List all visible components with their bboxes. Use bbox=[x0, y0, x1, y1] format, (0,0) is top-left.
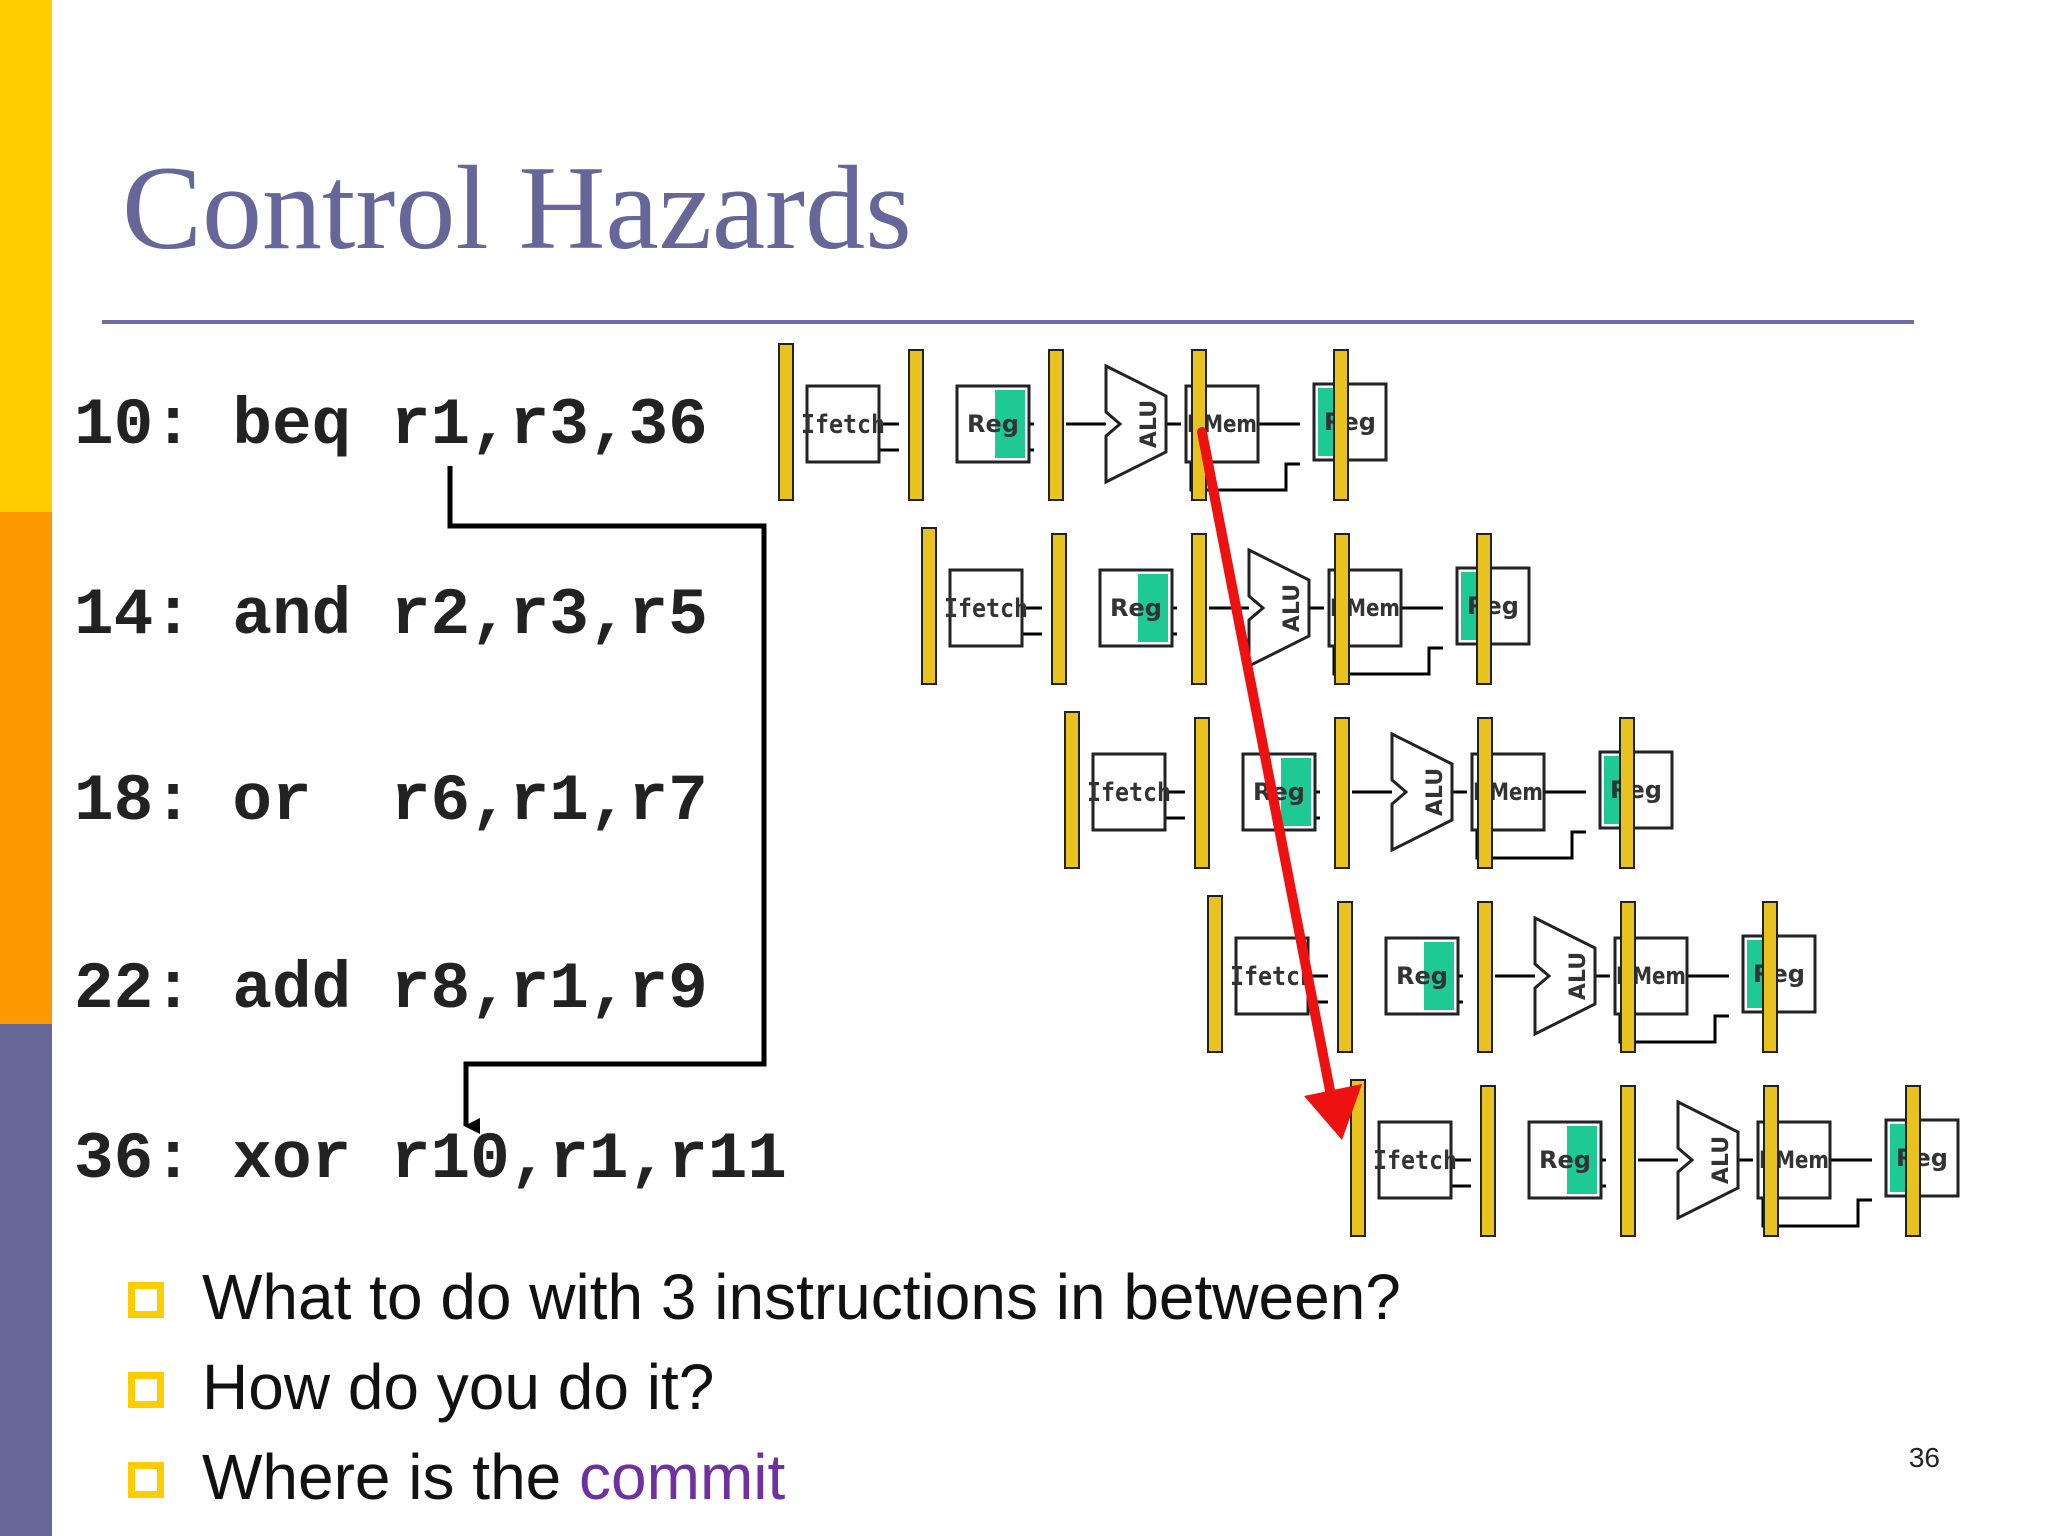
pipeline-latch bbox=[1333, 349, 1349, 501]
ifetch-box bbox=[948, 568, 1024, 648]
ifetch-box bbox=[1234, 936, 1310, 1016]
stage-label-ifetch: Ifetch bbox=[944, 594, 1028, 624]
pipeline-latch bbox=[1762, 901, 1778, 1053]
stage-label-reg: Reg bbox=[1610, 776, 1662, 804]
stage-label-reg: Reg bbox=[1467, 592, 1519, 620]
bullet-square-icon bbox=[128, 1462, 164, 1498]
code-line-beq: 10: beq r1,r3,36 bbox=[74, 388, 708, 463]
side-bar-yellow bbox=[0, 0, 52, 512]
pipeline-latch bbox=[1048, 349, 1064, 501]
stage-label-reg: Reg bbox=[1253, 778, 1305, 806]
bullet-square-icon bbox=[128, 1282, 164, 1318]
page-number: 36 bbox=[1908, 1442, 1940, 1473]
register-shading bbox=[1281, 758, 1311, 826]
alu-shape bbox=[1247, 547, 1311, 669]
code-line-and: 14: and r2,r3,r5 bbox=[74, 578, 708, 653]
register-shading bbox=[995, 390, 1025, 458]
bullet-text: Where is the bbox=[202, 1441, 580, 1513]
stage-label-alu: ALU bbox=[1566, 952, 1591, 1000]
bullet-list: What to do with 3 instructions in betwee… bbox=[124, 1252, 1401, 1522]
pipeline-latch bbox=[1763, 1085, 1779, 1237]
pipeline-latch bbox=[1905, 1085, 1921, 1237]
pipeline-latch bbox=[1191, 533, 1207, 685]
stage-label-alu: ALU bbox=[1709, 1136, 1734, 1184]
stage-label-alu: ALU bbox=[1137, 400, 1162, 448]
stage-label-reg: Reg bbox=[1753, 960, 1805, 988]
bullet-text: What to do with 3 instructions in betwee… bbox=[202, 1261, 1401, 1333]
branch-redirect-arrow bbox=[1197, 427, 1338, 1111]
stage-label-ifetch: Ifetch bbox=[1373, 1146, 1457, 1176]
register-shading bbox=[1138, 574, 1168, 642]
pipeline-latch bbox=[778, 343, 794, 501]
ifetch-box bbox=[805, 384, 881, 464]
bullet-item: How do you do it? bbox=[124, 1342, 1401, 1432]
code-line-xor: 36: xor r10,r1,r11 bbox=[74, 1122, 787, 1197]
alu-shape bbox=[1676, 1099, 1740, 1221]
branch-target-arrow bbox=[447, 466, 767, 1134]
bullet-text: How do you do it? bbox=[202, 1351, 715, 1423]
bullet-item: Where is the commit bbox=[124, 1432, 1401, 1522]
pipeline-latch bbox=[1337, 901, 1353, 1053]
stage-label-ifetch: Ifetch bbox=[1230, 962, 1314, 992]
ifetch-box bbox=[1377, 1120, 1453, 1200]
pipeline-latch bbox=[921, 527, 937, 685]
side-bar-purple bbox=[0, 1024, 52, 1536]
side-bar-orange bbox=[0, 512, 52, 1024]
register-shading bbox=[1424, 942, 1454, 1010]
stage-label-alu: ALU bbox=[1280, 584, 1305, 632]
pipeline-latch bbox=[1619, 717, 1635, 869]
pipeline-latch bbox=[1064, 711, 1080, 869]
pipeline-latch bbox=[1620, 901, 1636, 1053]
commit-highlight: commit bbox=[579, 1441, 786, 1513]
stage-label-reg: Reg bbox=[1396, 962, 1448, 990]
stage-label-reg: Reg bbox=[1539, 1146, 1591, 1174]
pipeline-latch bbox=[1207, 895, 1223, 1053]
stage-label-reg: Reg bbox=[1324, 408, 1376, 436]
stage-label-ifetch: Ifetch bbox=[1087, 778, 1171, 808]
pipeline-latch bbox=[1477, 717, 1493, 869]
register-shading bbox=[1567, 1126, 1597, 1194]
ifetch-box bbox=[1091, 752, 1167, 832]
stage-label-reg: Reg bbox=[967, 410, 1019, 438]
pipeline-latch bbox=[1477, 901, 1493, 1053]
alu-shape bbox=[1104, 363, 1168, 485]
slide-title: Control Hazards bbox=[122, 141, 912, 274]
pipeline-latch bbox=[1334, 533, 1350, 685]
pipeline-latch bbox=[1051, 533, 1067, 685]
code-line-or: 18: or r6,r1,r7 bbox=[74, 764, 708, 839]
pipeline-latch bbox=[1191, 349, 1207, 501]
alu-shape bbox=[1533, 915, 1597, 1037]
bullet-square-icon bbox=[128, 1372, 164, 1408]
code-line-add: 22: add r8,r1,r9 bbox=[74, 952, 708, 1027]
pipeline-latch bbox=[1350, 1079, 1366, 1237]
stage-label-ifetch: Ifetch bbox=[801, 410, 885, 440]
stage-label-reg: Reg bbox=[1110, 594, 1162, 622]
alu-shape bbox=[1390, 731, 1454, 853]
pipeline-latch bbox=[1334, 717, 1350, 869]
pipeline-latch bbox=[1620, 1085, 1636, 1237]
title-rule bbox=[102, 320, 1914, 324]
pipeline-latch bbox=[1480, 1085, 1496, 1237]
pipeline-latch bbox=[908, 349, 924, 501]
stage-label-alu: ALU bbox=[1423, 768, 1448, 816]
pipeline-latch bbox=[1476, 533, 1492, 685]
stage-label-reg: Reg bbox=[1896, 1144, 1948, 1172]
pipeline-latch bbox=[1194, 717, 1210, 869]
bullet-item: What to do with 3 instructions in betwee… bbox=[124, 1252, 1401, 1342]
arrow-head-icon bbox=[1304, 1084, 1362, 1140]
